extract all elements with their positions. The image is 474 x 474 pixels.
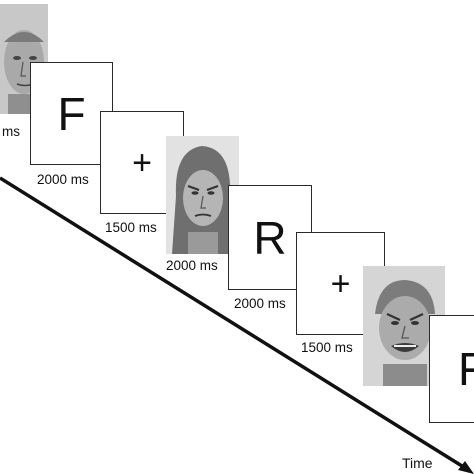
fixation-cross-icon: + (330, 264, 351, 303)
duration-label-6: 1500 ms (301, 340, 353, 355)
fixation-cross-icon: + (132, 143, 152, 182)
duration-label-2: 2000 ms (37, 172, 89, 187)
letter-stimulus: R (253, 211, 287, 264)
duration-label-3: 1500 ms (105, 220, 157, 235)
stimulus-frame-face-angry-snarl (363, 266, 445, 386)
duration-label-4: 2000 ms (166, 258, 218, 273)
duration-label-5: 2000 ms (234, 296, 286, 311)
stimulus-frame-face-angry (166, 136, 239, 254)
time-axis-label: Time (402, 455, 433, 471)
letter-stimulus: F (458, 346, 474, 392)
stimulus-frame-letter-f-final: F (429, 315, 474, 423)
duration-label-1: ms (2, 124, 20, 139)
angry-face-photo (166, 136, 239, 254)
letter-stimulus: F (57, 87, 86, 140)
